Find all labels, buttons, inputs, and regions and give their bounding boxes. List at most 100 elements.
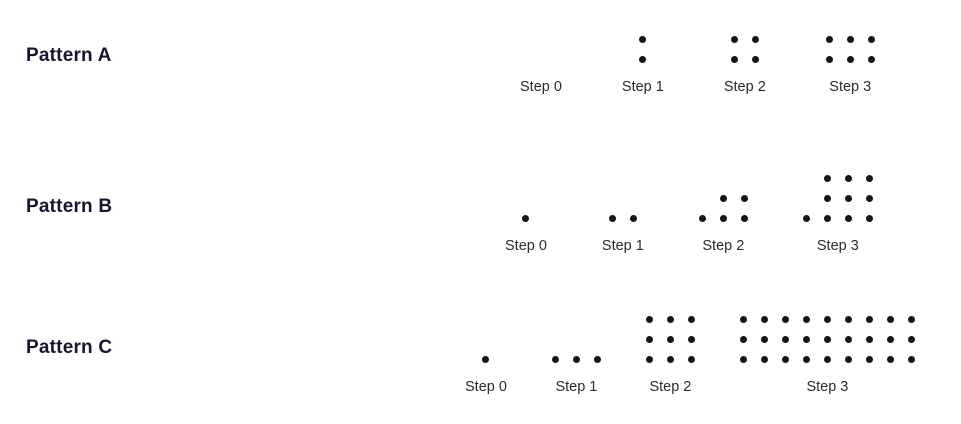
dot: [844, 316, 852, 323]
step-label: Step 1: [555, 379, 598, 395]
dot-grid: [608, 215, 637, 222]
dot: [751, 36, 759, 43]
dot: [645, 336, 653, 343]
dot: [687, 316, 695, 323]
pattern-label: Pattern C: [26, 336, 113, 358]
step-label: Step 0: [520, 79, 562, 95]
dot-grid: [482, 356, 490, 363]
step-cell: Step 1: [622, 36, 664, 95]
step-cell: Step 0: [520, 63, 562, 95]
dot: [760, 316, 768, 323]
dot: [760, 356, 768, 363]
dot: [551, 356, 559, 363]
dot: [865, 356, 873, 363]
dot: [846, 36, 854, 43]
dot: [639, 56, 647, 63]
dot: [802, 316, 810, 323]
dot: [802, 336, 810, 343]
dot: [639, 36, 647, 43]
dot: [886, 316, 894, 323]
step-cell: Step 0: [505, 215, 547, 254]
dot: [907, 356, 915, 363]
dot: [865, 316, 873, 323]
dot: [739, 356, 747, 363]
step-cell: Step 3: [739, 316, 915, 395]
dot: [730, 36, 738, 43]
steps-row: Step 0 Step 1 Step 2 Step 3: [465, 316, 915, 395]
step-cell: Step 1: [551, 356, 601, 395]
dot: [825, 36, 833, 43]
pattern-row: Pattern B Step 0 Step 1 Step 2 Step 3: [0, 175, 961, 254]
step-label: Step 3: [816, 238, 859, 254]
dot: [867, 56, 875, 63]
dot: [760, 336, 768, 343]
dot: [781, 316, 789, 323]
dot: [846, 56, 854, 63]
dot-grid: [551, 356, 601, 363]
dot: [825, 56, 833, 63]
dot: [823, 215, 831, 222]
dot: [844, 175, 852, 182]
dot: [844, 195, 852, 202]
dot: [751, 56, 759, 63]
dot: [867, 36, 875, 43]
dot: [823, 356, 831, 363]
step-label: Step 1: [601, 238, 644, 254]
dot: [802, 215, 810, 222]
dot: [865, 215, 873, 222]
dot: [629, 215, 637, 222]
dot: [802, 356, 810, 363]
dot: [865, 336, 873, 343]
dot: [781, 356, 789, 363]
dot: [823, 316, 831, 323]
dot: [823, 175, 831, 182]
dot: [687, 356, 695, 363]
steps-row: Step 0 Step 1 Step 2 Step 3: [505, 175, 873, 254]
dot: [572, 356, 580, 363]
dot: [645, 356, 653, 363]
dot-grid: [730, 36, 759, 63]
pattern-row: Pattern C Step 0 Step 1 Step 2 Step 3: [0, 316, 961, 395]
dot: [739, 336, 747, 343]
dot: [844, 356, 852, 363]
dot: [886, 356, 894, 363]
dot: [865, 195, 873, 202]
dot: [666, 356, 674, 363]
step-label: Step 3: [806, 379, 849, 395]
dot-grid: [698, 195, 748, 222]
steps-row: Step 0 Step 1 Step 2 Step 3: [520, 36, 875, 95]
dot-grid: [825, 36, 875, 63]
dot: [719, 195, 727, 202]
dot: [781, 336, 789, 343]
dot: [522, 215, 530, 222]
step-label: Step 2: [723, 79, 766, 95]
step-cell: Step 0: [465, 356, 507, 395]
pattern-label: Pattern A: [26, 44, 112, 66]
step-cell: Step 2: [645, 316, 695, 395]
step-cell: Step 3: [825, 36, 875, 95]
step-label: Step 1: [621, 79, 664, 95]
pattern-label: Pattern B: [26, 195, 113, 217]
dot: [593, 356, 601, 363]
dot: [907, 316, 915, 323]
dot: [698, 215, 706, 222]
dot: [740, 195, 748, 202]
step-cell: Step 2: [724, 36, 766, 95]
dot-grid: [522, 215, 530, 222]
step-label: Step 2: [702, 238, 745, 254]
dot: [865, 175, 873, 182]
dot: [823, 195, 831, 202]
dot-grid: [739, 316, 915, 363]
dot-grid: [802, 175, 873, 222]
dot: [823, 336, 831, 343]
dot: [666, 316, 674, 323]
dot: [687, 336, 695, 343]
dot: [666, 336, 674, 343]
step-cell: Step 3: [802, 175, 873, 254]
pattern-row: Pattern A Step 0 Step 1 Step 2 Step 3: [0, 36, 961, 95]
dot: [482, 356, 490, 363]
dot: [740, 215, 748, 222]
step-cell: Step 1: [602, 215, 644, 254]
dot: [645, 316, 653, 323]
